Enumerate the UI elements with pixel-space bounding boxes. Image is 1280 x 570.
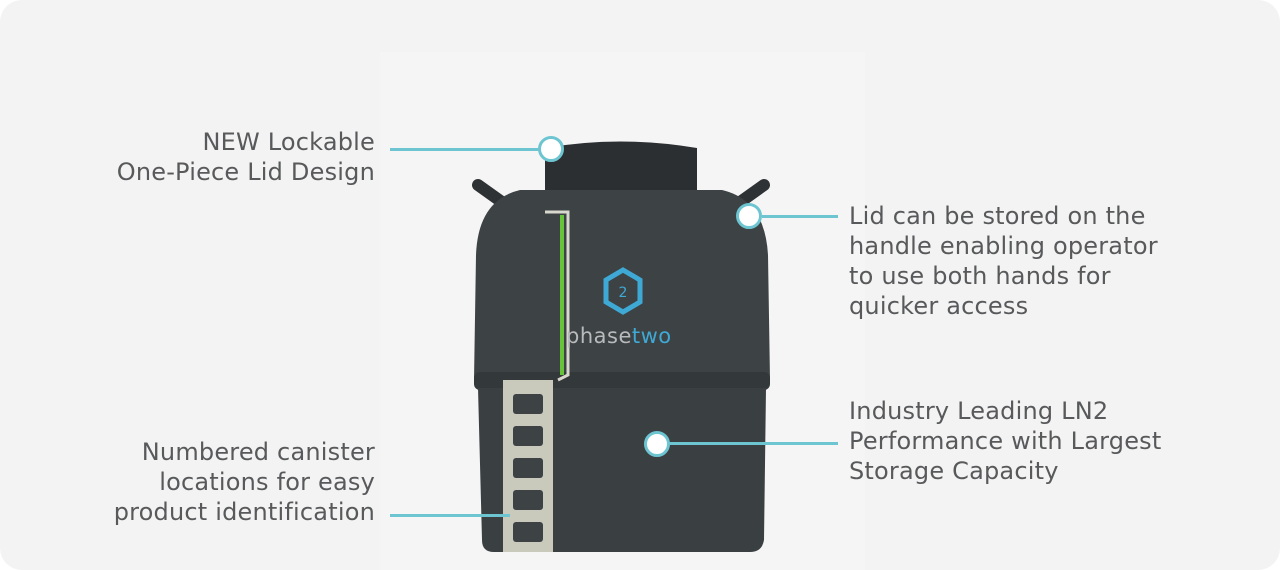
lid <box>545 141 697 190</box>
callout-text: Storage Capacity <box>849 457 1059 485</box>
canister-callout: Numbered canister locations for easy pro… <box>114 437 375 527</box>
callout-text: Numbered canister <box>141 438 375 466</box>
lid-callout-line <box>390 148 540 151</box>
handle-callout-line <box>762 215 838 218</box>
callout-text: quicker access <box>849 292 1029 320</box>
handle-callout-dot <box>736 203 762 229</box>
callout-text: to use both hands for <box>849 262 1111 290</box>
callout-text: locations for easy <box>159 468 375 496</box>
svg-text:2: 2 <box>619 285 628 301</box>
callout-text: Lid can be stored on the <box>849 202 1146 230</box>
callout-text: Performance with Largest <box>849 427 1162 455</box>
callout-text: handle enabling operator <box>849 232 1158 260</box>
performance-callout-dot <box>644 431 670 457</box>
callout-text: product identification <box>113 498 375 526</box>
performance-callout: Industry Leading LN2 Performance with La… <box>849 396 1162 486</box>
handle-callout: Lid can be stored on the handle enabling… <box>849 201 1158 321</box>
callout-text: Industry Leading LN2 <box>849 397 1109 425</box>
callout-text: One-Piece Lid Design <box>116 158 375 186</box>
upper-body <box>474 190 770 380</box>
performance-callout-line <box>668 442 838 445</box>
green-stripe <box>560 215 564 375</box>
logo-text: phasetwo <box>566 324 672 348</box>
lid-callout: NEW Lockable One-Piece Lid Design <box>117 127 375 187</box>
lid-callout-dot <box>538 136 564 162</box>
callout-text: NEW Lockable <box>202 128 375 156</box>
canister-callout-line <box>390 514 510 517</box>
logo-icon <box>603 267 643 315</box>
